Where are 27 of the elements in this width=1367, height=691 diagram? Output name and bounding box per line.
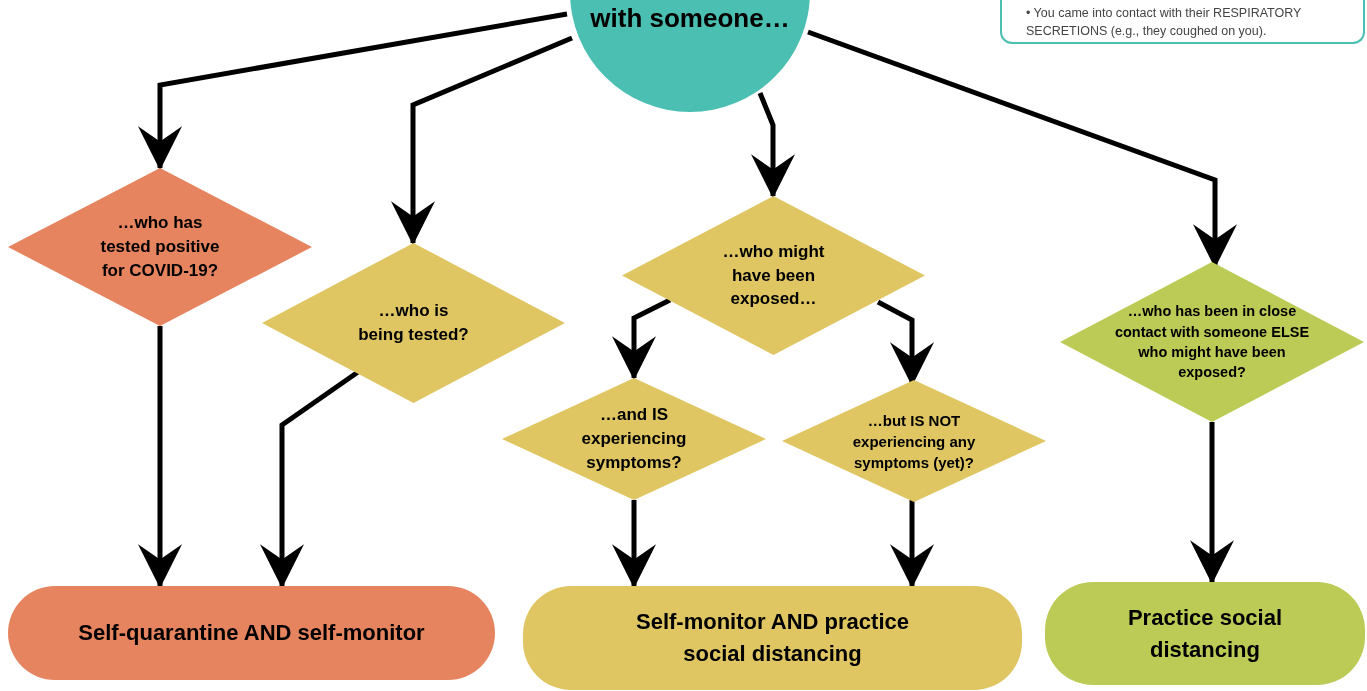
note-box [1000,0,1365,44]
arrow [391,35,573,246]
node-text: Self-quarantine AND self-monitor [78,619,425,648]
decision-diamond [8,168,312,326]
arrow [260,369,360,589]
node-text: with someone… [590,1,790,34]
node-text: Practice social distancing [1126,603,1284,664]
node-text: …and IS experiencing symptoms? [580,404,688,474]
arrow [751,92,795,199]
decision-diamond [782,380,1046,502]
node-text: …but IS NOT experiencing any symptoms (yet)? [851,410,977,473]
decision-diamond [262,243,565,403]
node-text: …who is being tested? [357,300,470,346]
node-text: …who has tested positive for COVID-19? [99,212,221,282]
arrow [612,500,656,589]
arrow [138,11,568,171]
arrow [1190,422,1234,585]
node-text: Self-monitor AND practice social distancing [635,608,910,668]
arrow [612,297,672,381]
decision-diamond [502,378,766,500]
node-text: …who has been in close contact with someone ELSE who might have been exposed? [1113,302,1311,383]
node-text: …who might have been exposed… [721,240,826,311]
node-text: • You came into contact with their RESPIRATORY SECRETIONS (e.g., they coughed on you). [1026,5,1303,41]
arrow [138,326,182,589]
decision-diamond [622,196,925,355]
arrow [890,500,934,589]
decision-diamond [1060,262,1364,422]
